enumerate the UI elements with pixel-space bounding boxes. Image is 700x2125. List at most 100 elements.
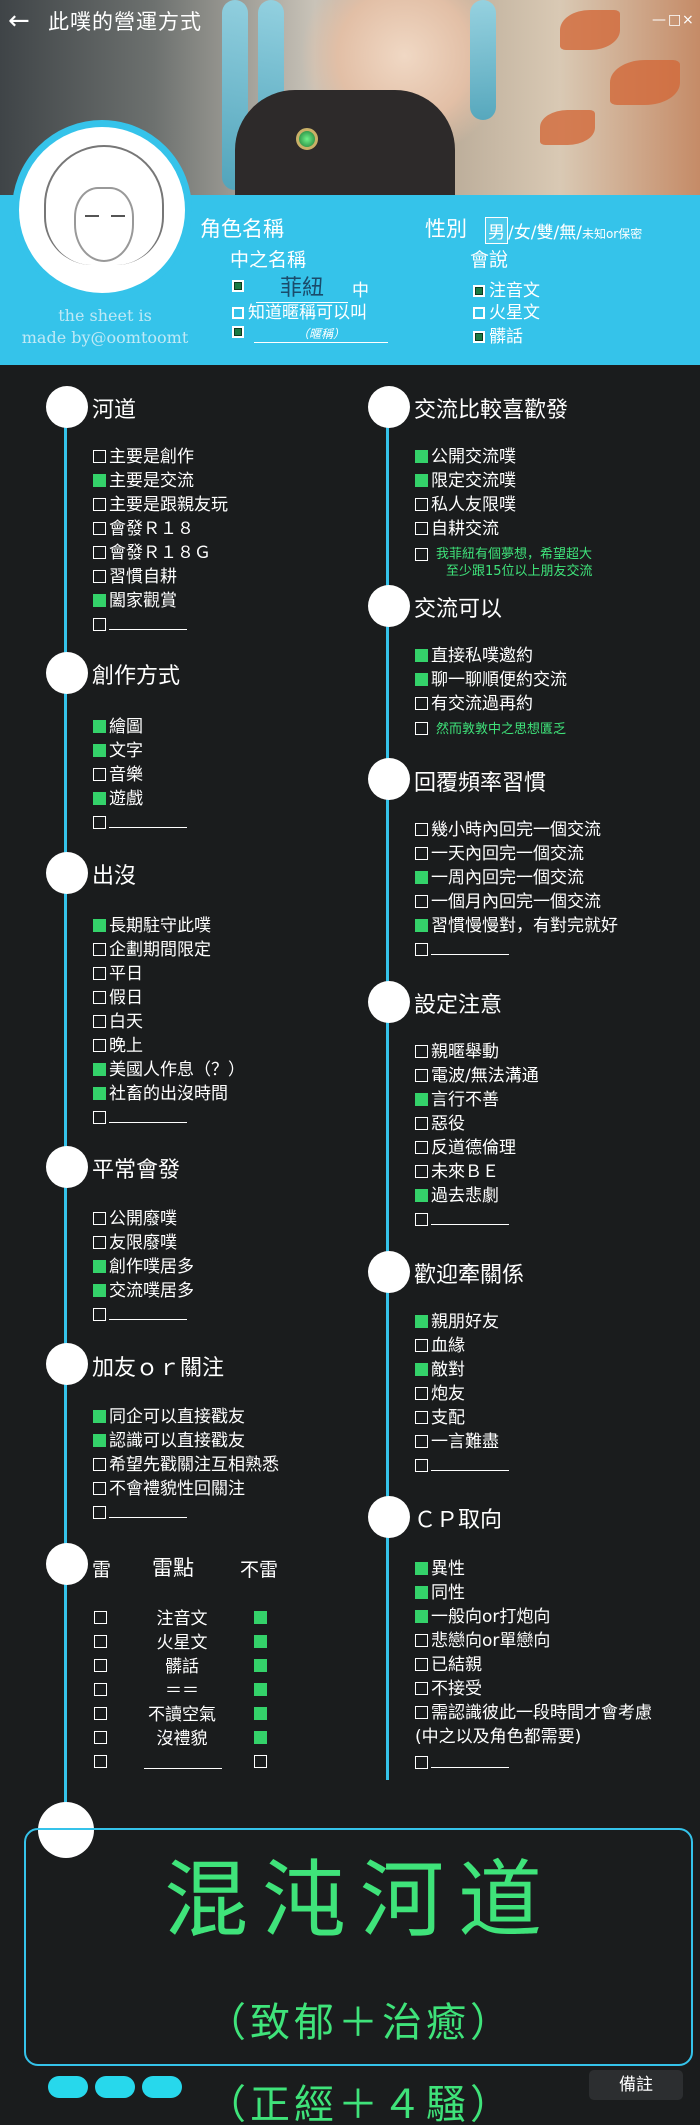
checkbox[interactable] [232,326,244,338]
checkbox[interactable] [415,1339,428,1352]
checkbox-not-thunder[interactable] [254,1731,267,1744]
checkbox[interactable] [415,847,428,860]
checkbox[interactable] [415,823,428,836]
blank-line[interactable] [109,1109,187,1123]
checkbox-thunder[interactable] [94,1755,107,1768]
checkbox-thunder[interactable] [94,1611,107,1624]
checkbox[interactable] [93,1482,106,1495]
checkbox[interactable] [415,548,428,561]
checkbox[interactable] [415,1411,428,1424]
checkbox[interactable] [415,474,428,487]
checkbox[interactable] [93,768,106,781]
checkbox[interactable] [415,1756,428,1769]
checkbox-not-thunder[interactable] [254,1755,267,1768]
memo-button[interactable]: 備註 [589,2070,683,2100]
gender-option-both[interactable]: 雙 [536,223,554,243]
checkbox[interactable] [415,1069,428,1082]
checkbox[interactable] [415,522,428,535]
blank-line[interactable] [431,1457,509,1471]
checkbox[interactable] [93,816,106,829]
checkbox[interactable] [93,450,106,463]
blank-line[interactable] [431,941,509,955]
checkbox[interactable] [415,1459,428,1472]
checkbox-not-thunder[interactable] [254,1707,267,1720]
checkbox[interactable] [232,280,244,292]
checkbox[interactable] [93,546,106,559]
blank-line[interactable] [431,1754,509,1768]
close-icon[interactable]: × [682,12,694,28]
checkbox[interactable] [93,570,106,583]
checkbox[interactable] [415,697,428,710]
checkbox[interactable] [93,919,106,932]
checkbox[interactable] [473,307,485,319]
checkbox[interactable] [93,1434,106,1447]
checkbox[interactable] [93,522,106,535]
checkbox[interactable] [415,1658,428,1671]
checkbox[interactable] [415,1315,428,1328]
checkbox[interactable] [93,1039,106,1052]
checkbox[interactable] [93,1015,106,1028]
checkbox[interactable] [415,1387,428,1400]
checkbox-thunder[interactable] [94,1659,107,1672]
checkbox[interactable] [473,285,485,297]
checkbox[interactable] [415,1435,428,1448]
checkbox[interactable] [93,618,106,631]
checkbox[interactable] [415,673,428,686]
checkbox[interactable] [93,1111,106,1124]
checkbox[interactable] [93,1506,106,1519]
checkbox[interactable] [93,498,106,511]
checkbox[interactable] [415,1117,428,1130]
checkbox[interactable] [415,1610,428,1623]
gender-option-none[interactable]: 無 [559,223,577,243]
blank-line[interactable] [109,1306,187,1320]
blank-line[interactable] [109,616,187,630]
blank-line[interactable] [144,1768,222,1769]
checkbox[interactable] [93,744,106,757]
checkbox[interactable] [93,1458,106,1471]
checkbox[interactable] [415,1706,428,1719]
checkbox[interactable] [93,720,106,733]
checkbox[interactable] [93,474,106,487]
page-pill[interactable] [95,2076,135,2098]
checkbox[interactable] [415,1363,428,1376]
checkbox[interactable] [415,1682,428,1695]
checkbox-thunder[interactable] [94,1683,107,1696]
checkbox[interactable] [473,331,485,343]
checkbox-thunder[interactable] [94,1707,107,1720]
checkbox[interactable] [415,895,428,908]
arrow-left-icon[interactable]: ← [8,6,30,36]
checkbox[interactable] [415,871,428,884]
checkbox-thunder[interactable] [94,1731,107,1744]
checkbox[interactable] [415,1141,428,1154]
checkbox[interactable] [93,792,106,805]
checkbox[interactable] [93,1236,106,1249]
checkbox[interactable] [415,1189,428,1202]
gender-option-male[interactable]: 男 [485,217,508,244]
checkbox[interactable] [415,1562,428,1575]
checkbox-not-thunder[interactable] [254,1635,267,1648]
checkbox[interactable] [93,967,106,980]
maximize-icon[interactable]: □ [668,12,682,28]
checkbox[interactable] [415,722,428,735]
checkbox[interactable] [415,498,428,511]
page-pill[interactable] [48,2076,88,2098]
checkbox[interactable] [93,1212,106,1225]
checkbox[interactable] [93,1284,106,1297]
checkbox[interactable] [415,943,428,956]
checkbox[interactable] [93,594,106,607]
checkbox[interactable] [93,991,106,1004]
gender-option-unknown[interactable]: 未知or保密 [581,227,643,241]
blank-line[interactable] [109,1504,187,1518]
checkbox[interactable] [93,1308,106,1321]
checkbox[interactable] [93,1087,106,1100]
checkbox[interactable] [415,649,428,662]
checkbox[interactable] [415,1634,428,1647]
gender-option-female[interactable]: 女 [513,223,531,243]
checkbox[interactable] [93,1063,106,1076]
checkbox[interactable] [93,1410,106,1423]
checkbox-not-thunder[interactable] [254,1683,267,1696]
checkbox-thunder[interactable] [94,1635,107,1648]
minimize-icon[interactable]: — [652,12,666,28]
checkbox[interactable] [415,1586,428,1599]
checkbox[interactable] [232,307,244,319]
